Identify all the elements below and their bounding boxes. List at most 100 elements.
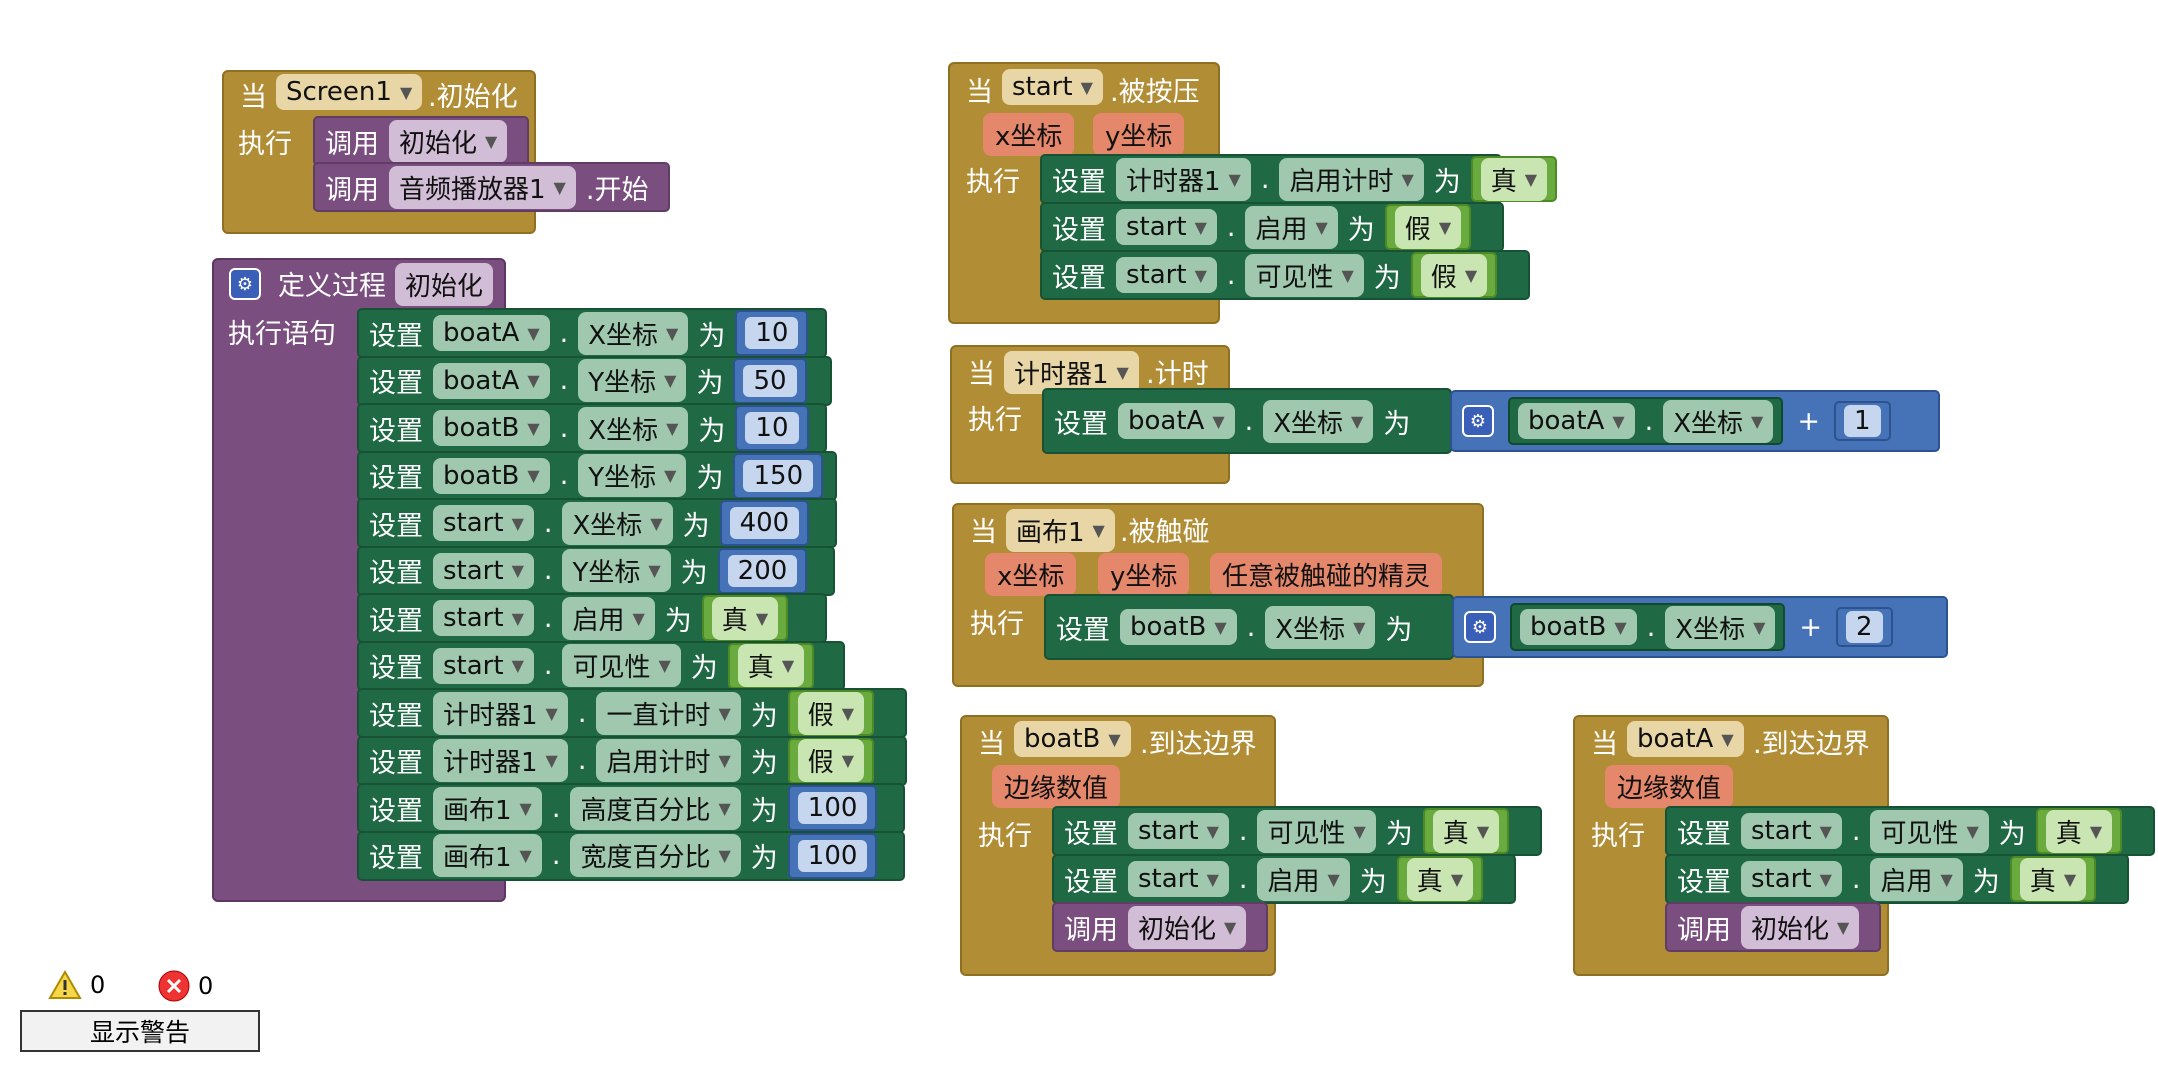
component-dropdown[interactable]: start▼ <box>433 505 534 541</box>
gear-icon[interactable]: ⚙ <box>229 268 261 300</box>
property-dropdown[interactable]: Y坐标▼ <box>578 359 687 402</box>
property-dropdown[interactable]: 启用计时▼ <box>1279 157 1424 201</box>
param-y[interactable]: y坐标 <box>1093 113 1185 156</box>
call-procedure-block[interactable]: 调用 初始化▼ <box>1665 902 1881 952</box>
number-block[interactable]: 10 <box>735 310 809 356</box>
component-dropdown[interactable]: boatA▼ <box>1627 721 1744 757</box>
addition-block[interactable]: ⚙ boatB▼ . X坐标▼ + 2 <box>1452 596 1948 658</box>
set-start-visible-block[interactable]: 设置 start▼ . 可见性▼ 为 假▼ <box>1040 250 1530 300</box>
getter-block[interactable]: boatB▼ . X坐标▼ <box>1510 603 1786 651</box>
boolean-block[interactable]: 真▼ <box>2035 808 2123 854</box>
set-property-block[interactable]: 设置计时器1▼.一直计时▼为假▼ <box>357 688 907 738</box>
property-dropdown[interactable]: X坐标▼ <box>1265 605 1376 649</box>
component-dropdown[interactable]: 画布1▼ <box>433 834 542 877</box>
property-dropdown[interactable]: 可见性▼ <box>1245 253 1364 297</box>
property-dropdown[interactable]: X坐标▼ <box>578 311 689 355</box>
property-dropdown[interactable]: 可见性▼ <box>1257 809 1376 853</box>
component-dropdown[interactable]: start▼ <box>433 647 534 684</box>
set-property-block[interactable]: 设置计时器1▼.启用计时▼为假▼ <box>357 735 907 786</box>
param-edge[interactable]: 边缘数值 <box>1605 765 1734 808</box>
component-dropdown[interactable]: start▼ <box>1741 861 1842 897</box>
property-dropdown[interactable]: X坐标▼ <box>578 406 689 450</box>
warning-indicator[interactable]: 0 <box>48 970 105 1000</box>
set-start-enabled-block[interactable]: 设置 start▼ . 启用▼ 为 假▼ <box>1040 202 1504 252</box>
component-dropdown[interactable]: start▼ <box>1128 861 1229 897</box>
call-player-start-block[interactable]: 调用 音频播放器1▼ .开始 <box>313 162 670 212</box>
set-start-visible-block[interactable]: 设置 start▼ . 可见性▼ 为 真▼ <box>1052 806 1542 856</box>
boolean-block[interactable]: 真▼ <box>1470 156 1558 202</box>
error-indicator[interactable]: 0 <box>158 970 213 1002</box>
call-procedure-block[interactable]: 调用 初始化▼ <box>1052 902 1268 952</box>
boolean-block[interactable]: 假▼ <box>1410 252 1498 298</box>
gear-icon[interactable]: ⚙ <box>1464 611 1496 643</box>
component-dropdown[interactable]: boatA▼ <box>433 315 550 351</box>
boolean-block[interactable]: 假▼ <box>787 737 875 784</box>
component-dropdown[interactable]: start▼ <box>433 600 534 636</box>
property-dropdown[interactable]: 启用▼ <box>1257 857 1350 901</box>
number-block[interactable]: 10 <box>735 405 809 451</box>
component-dropdown[interactable]: Screen1▼ <box>276 74 423 110</box>
component-dropdown[interactable]: start▼ <box>1116 209 1217 245</box>
number-block[interactable]: 2 <box>1836 607 1893 647</box>
gear-icon[interactable]: ⚙ <box>1462 405 1494 437</box>
boolean-block[interactable]: 真▼ <box>727 642 815 689</box>
number-block[interactable]: 100 <box>787 785 878 831</box>
component-dropdown[interactable]: 计时器1▼ <box>433 739 568 782</box>
set-timer-enabled-block[interactable]: 设置 计时器1▼ . 启用计时▼ 为 真▼ <box>1040 154 1558 204</box>
property-dropdown[interactable]: 可见性▼ <box>562 644 681 687</box>
component-dropdown[interactable]: boatB▼ <box>1014 721 1131 757</box>
component-dropdown[interactable]: start▼ <box>1128 813 1229 849</box>
procedure-dropdown[interactable]: 初始化▼ <box>1128 905 1247 949</box>
component-dropdown[interactable]: start▼ <box>1116 257 1217 293</box>
property-dropdown[interactable]: Y坐标▼ <box>578 454 687 497</box>
set-start-visible-block[interactable]: 设置 start▼ . 可见性▼ 为 真▼ <box>1665 806 2155 856</box>
number-block[interactable]: 150 <box>733 452 824 499</box>
property-dropdown[interactable]: 启用▼ <box>562 596 655 640</box>
boolean-block[interactable]: 真▼ <box>1422 808 1510 854</box>
component-dropdown[interactable]: 计时器1▼ <box>1116 157 1251 201</box>
boolean-block[interactable]: 真▼ <box>1396 856 1484 902</box>
property-dropdown[interactable]: 启用计时▼ <box>596 739 741 782</box>
boolean-block[interactable]: 真▼ <box>2009 856 2097 902</box>
set-start-enabled-block[interactable]: 设置 start▼ . 启用▼ 为 真▼ <box>1665 854 2129 904</box>
getter-block[interactable]: boatA▼ . X坐标▼ <box>1508 397 1784 445</box>
set-boatB-x-block[interactable]: 设置 boatB▼ . X坐标▼ 为 <box>1044 594 1454 660</box>
property-dropdown[interactable]: 启用▼ <box>1870 857 1963 901</box>
number-block[interactable]: 1 <box>1833 401 1891 441</box>
boolean-block[interactable]: 真▼ <box>701 595 789 641</box>
component-dropdown[interactable]: start▼ <box>1002 69 1103 105</box>
component-dropdown[interactable]: 计时器1▼ <box>433 691 568 735</box>
component-dropdown[interactable]: start▼ <box>1741 813 1842 849</box>
param-x[interactable]: x坐标 <box>983 113 1075 156</box>
component-dropdown[interactable]: boatB▼ <box>433 410 550 446</box>
property-dropdown[interactable]: X坐标▼ <box>1263 399 1374 443</box>
procedure-dropdown[interactable]: 初始化▼ <box>1741 905 1860 949</box>
procedure-dropdown[interactable]: 初始化▼ <box>389 119 508 163</box>
component-dropdown[interactable]: boatB▼ <box>433 457 550 494</box>
component-dropdown[interactable]: boatB▼ <box>1120 609 1237 645</box>
component-dropdown[interactable]: boatA▼ <box>433 362 550 399</box>
param-edge[interactable]: 边缘数值 <box>992 765 1121 808</box>
property-dropdown[interactable]: Y坐标▼ <box>562 549 671 592</box>
set-start-enabled-block[interactable]: 设置 start▼ . 启用▼ 为 真▼ <box>1052 854 1516 904</box>
component-dropdown[interactable]: 计时器1▼ <box>1004 351 1139 394</box>
property-dropdown[interactable]: 可见性▼ <box>1870 809 1989 853</box>
component-dropdown[interactable]: boatA▼ <box>1118 403 1235 439</box>
param-x[interactable]: x坐标 <box>985 553 1077 596</box>
number-block[interactable]: 200 <box>717 547 808 594</box>
number-block[interactable]: 400 <box>719 500 810 546</box>
boolean-block[interactable]: 假▼ <box>1384 204 1472 250</box>
call-procedure-block[interactable]: 调用 初始化▼ <box>313 116 529 166</box>
number-block[interactable]: 100 <box>787 832 878 879</box>
property-dropdown[interactable]: 启用▼ <box>1245 205 1338 249</box>
